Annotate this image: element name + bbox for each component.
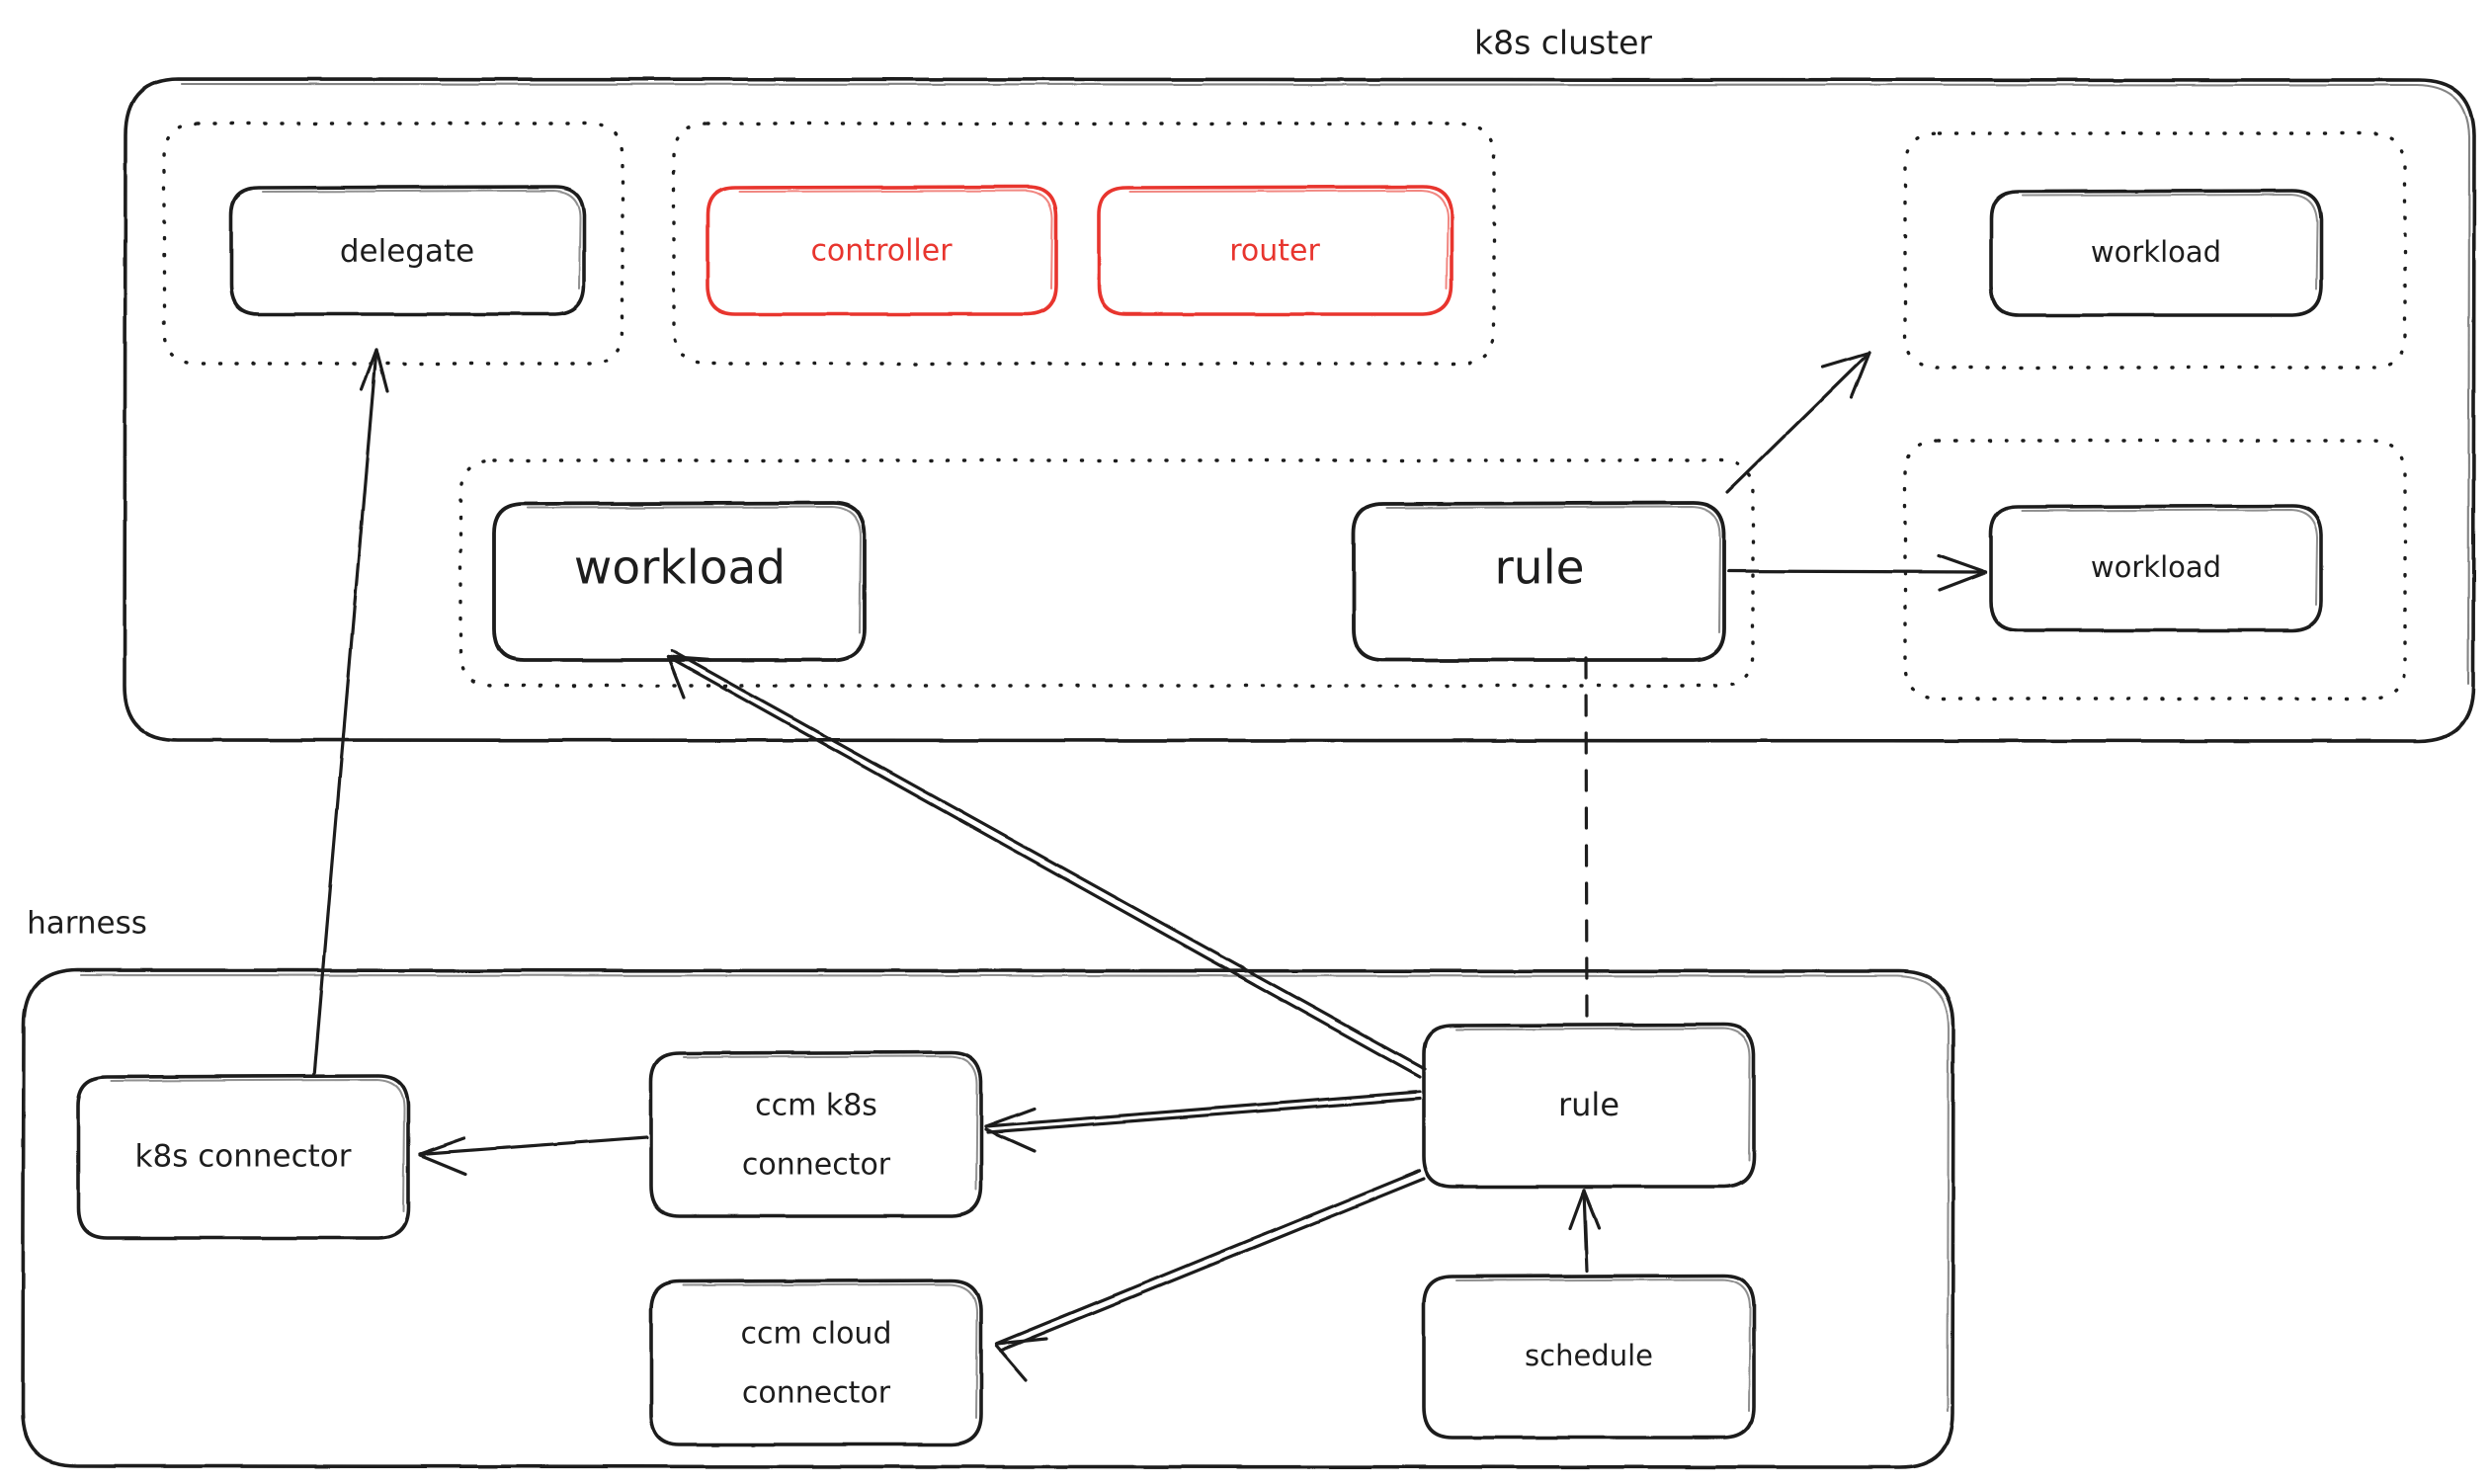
node-rule-cluster[interactable]: rule: [1352, 501, 1726, 662]
edge-rule-harness-to-ccm-k8s: [984, 1090, 1422, 1153]
controller-router-group-outline: [672, 122, 1496, 366]
node-rule-harness[interactable]: rule: [1422, 1023, 1756, 1189]
edge-ccm-k8s-to-k8s-connector: [418, 1135, 649, 1176]
node-ccm-cloud-connector-label-line1: ccm cloud: [741, 1317, 892, 1352]
edge-k8s-connector-to-delegate: [312, 348, 389, 1078]
node-ccm-cloud-connector[interactable]: ccm cloud connector: [649, 1278, 983, 1446]
edge-rule-cluster-to-workload-mid-right: [1727, 553, 1988, 592]
node-workload-mid-right-label: workload: [2091, 550, 2221, 584]
edge-rule-harness-to-workload-main: [666, 649, 1427, 1079]
workload-rule-group-outline: [458, 458, 1755, 688]
edge-rule-harness-to-ccm-cloud: [994, 1169, 1426, 1382]
node-delegate[interactable]: delegate: [229, 185, 586, 316]
node-k8s-connector[interactable]: k8s connector: [76, 1074, 410, 1240]
node-schedule-label: schedule: [1525, 1339, 1653, 1372]
edge-schedule-to-rule-harness: [1568, 1189, 1601, 1274]
harness-container: [21, 968, 1955, 1469]
node-ccm-k8s-connector[interactable]: ccm k8s connector: [649, 1050, 983, 1218]
node-controller[interactable]: controller: [706, 185, 1058, 316]
node-ccm-k8s-connector-label-line2: connector: [742, 1148, 891, 1183]
delegate-group-outline: [162, 122, 624, 366]
node-schedule[interactable]: schedule: [1422, 1274, 1756, 1440]
node-rule-cluster-label: rule: [1494, 541, 1584, 596]
edge-rule-cluster-to-workload-top-right: [1725, 351, 1871, 494]
node-controller-label: controller: [810, 234, 953, 269]
harness-label: harness: [27, 906, 147, 942]
node-ccm-cloud-connector-label-line2: connector: [742, 1376, 891, 1411]
node-rule-harness-label: rule: [1558, 1086, 1619, 1123]
node-ccm-k8s-connector-label-line1: ccm k8s: [755, 1089, 877, 1123]
k8s-cluster-label: k8s cluster: [1474, 24, 1652, 62]
node-router-label: router: [1229, 234, 1320, 269]
edge-rule-cluster-to-rule-harness-dashed: [1584, 656, 1589, 1030]
node-workload-main-label: workload: [574, 541, 786, 596]
node-k8s-connector-label: k8s connector: [135, 1139, 352, 1175]
node-router[interactable]: router: [1097, 185, 1453, 316]
node-workload-top-right[interactable]: workload: [1989, 189, 2323, 317]
node-workload-mid-right[interactable]: workload: [1989, 504, 2323, 632]
node-delegate-label: delegate: [340, 234, 474, 270]
k8s-cluster-container: [123, 77, 2476, 743]
node-workload-top-right-label: workload: [2091, 235, 2221, 269]
node-workload-main[interactable]: workload: [492, 501, 867, 662]
